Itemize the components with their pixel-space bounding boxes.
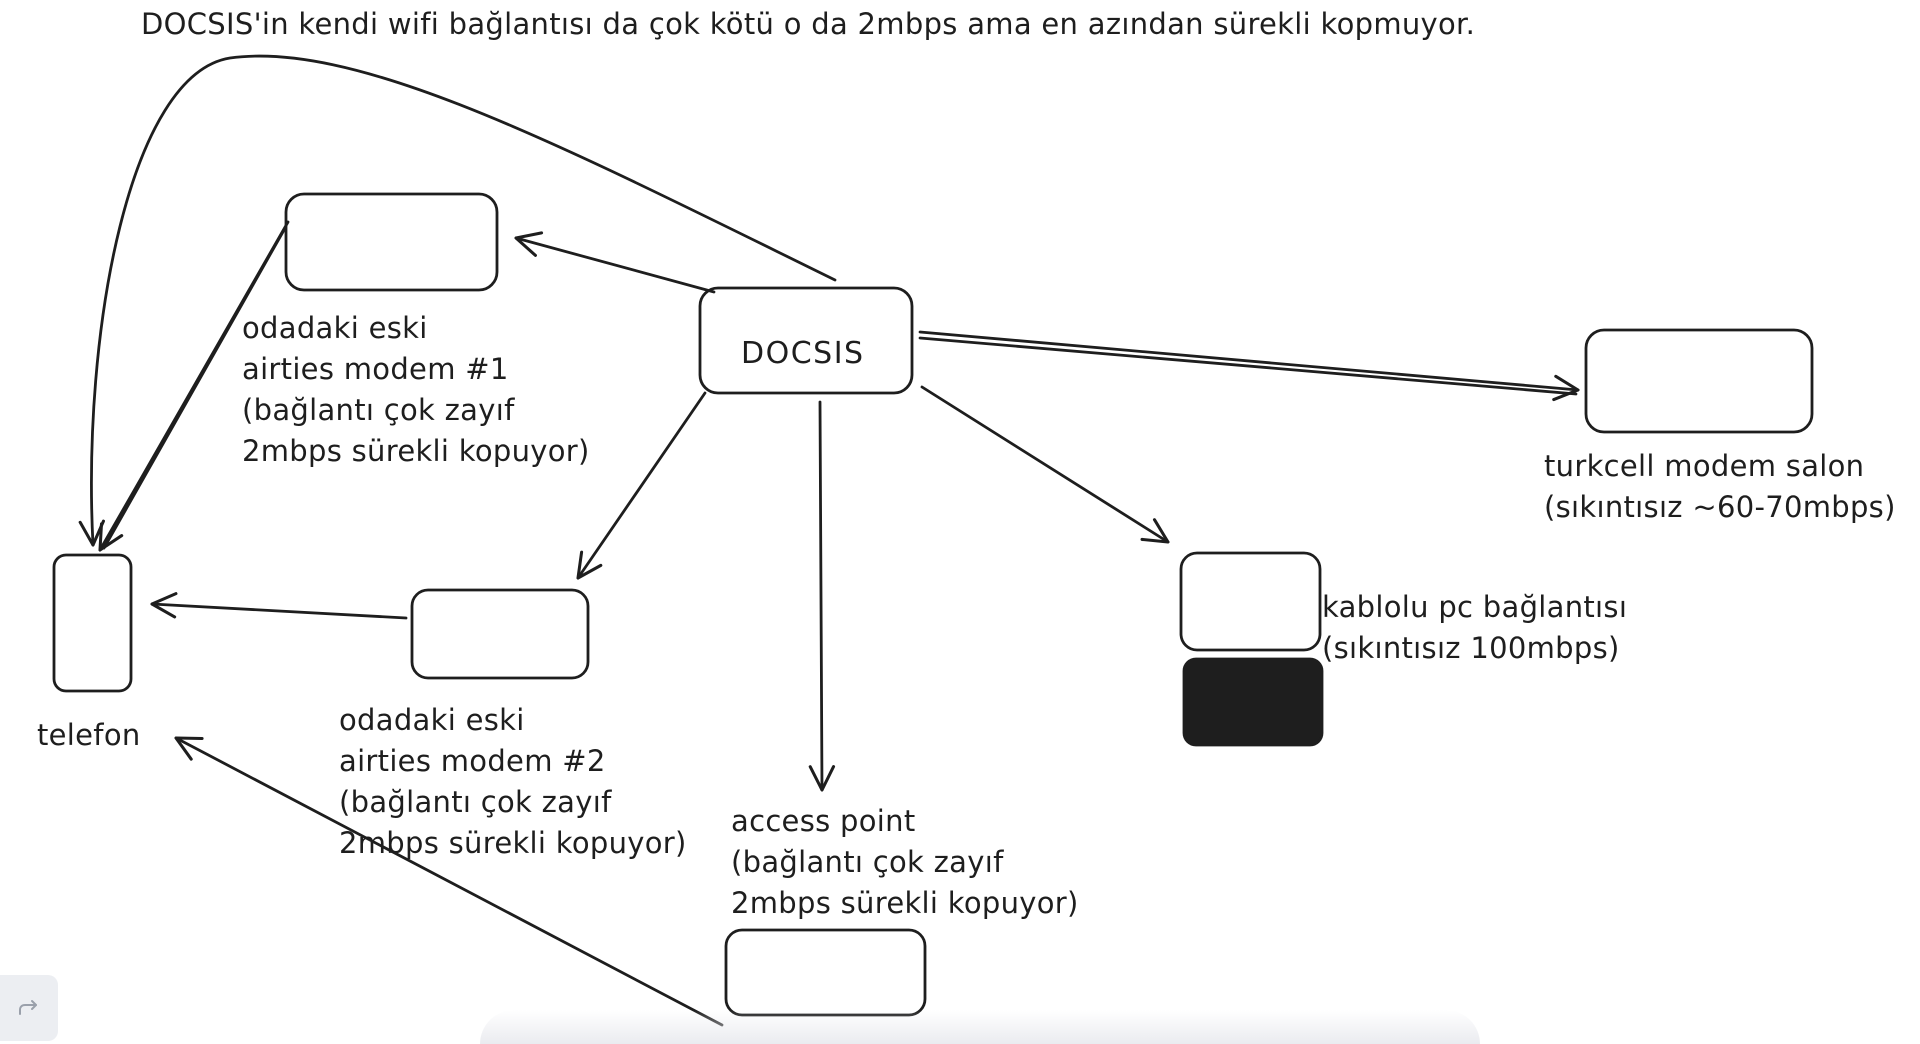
turkcell-label: turkcell modem salon (sıkıntısız ~60-70m… <box>1544 449 1896 524</box>
arrow-modem1-telefon-2 <box>102 228 286 550</box>
arrow-docsis-pc[interactable] <box>920 385 1170 544</box>
arrow-modem2-telefon[interactable] <box>150 592 408 620</box>
arrow-docsis-telefon[interactable] <box>78 54 837 547</box>
telefon-label: telefon <box>37 718 141 752</box>
docsis-box[interactable] <box>698 286 914 395</box>
telefon-box[interactable] <box>52 553 133 693</box>
modem1-box[interactable] <box>284 192 499 292</box>
access-point-box[interactable] <box>724 928 927 1017</box>
arrow-ap-telefon[interactable] <box>174 736 724 1027</box>
arrow-docsis-access-point[interactable] <box>808 400 836 792</box>
modem2-box[interactable] <box>410 588 590 680</box>
arrow-docsis-turkcell[interactable] <box>918 330 1580 402</box>
modem2-label: odadaki eski airties modem #2 (bağlantı … <box>339 703 687 860</box>
arrow-docsis-modem1[interactable] <box>514 231 716 294</box>
pc-label: kablolu pc bağlantısı (sıkıntısız 100mbp… <box>1322 590 1628 665</box>
pc-dark-box[interactable] <box>1182 657 1324 747</box>
turkcell-box[interactable] <box>1584 328 1814 434</box>
note-text: DOCSIS'in kendi wifi bağlantısı da çok k… <box>141 7 1476 41</box>
access-point-label: access point (bağlantı çok zayıf 2mbps s… <box>731 804 1079 920</box>
modem1-label: odadaki eski airties modem #1 (bağlantı … <box>242 311 590 468</box>
redo-button[interactable] <box>0 975 58 1041</box>
redo-arrow-icon <box>19 1000 37 1015</box>
arrow-docsis-modem2[interactable] <box>576 391 707 580</box>
pc-box[interactable] <box>1179 551 1322 652</box>
bottom-toolbar-shadow <box>480 1010 1480 1044</box>
arrow-docsis-turkcell-2 <box>918 336 1578 396</box>
docsis-label: DOCSIS <box>741 336 865 371</box>
